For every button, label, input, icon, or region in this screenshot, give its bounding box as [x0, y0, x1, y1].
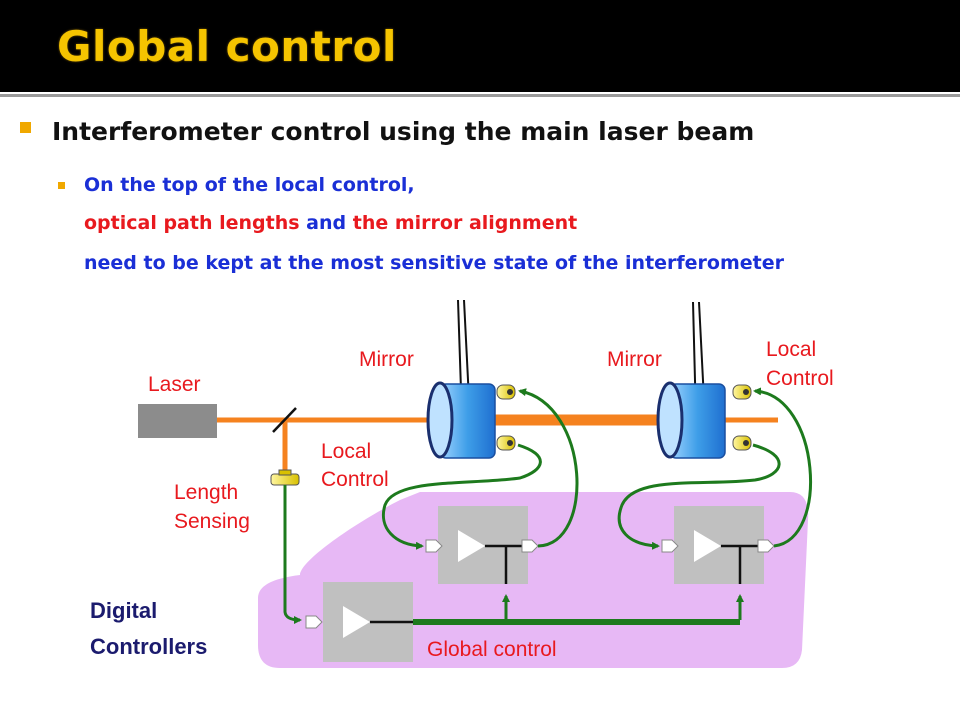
local-control-lower-label-line2: Control	[321, 468, 389, 491]
digital-controllers-label-line1: Digital	[90, 598, 157, 623]
right-local-controller-box	[674, 506, 764, 584]
laser-box	[138, 404, 217, 438]
right-upper-sensor-icon	[732, 384, 752, 400]
length-sensing-label-line1: Length	[174, 481, 238, 504]
left-local-controller-box	[438, 506, 528, 584]
left-actuation-signal	[518, 388, 579, 548]
length-sensing-label-line2: Sensing	[174, 510, 250, 533]
digital-controllers-label-line2: Controllers	[90, 634, 207, 659]
right-lower-sensor-icon	[732, 435, 752, 451]
right-actuation-signal	[753, 387, 812, 548]
beam-splitter	[272, 407, 297, 433]
title-divider	[0, 94, 960, 97]
left-controller-input-pin	[425, 539, 443, 553]
bullet-level1-text: Interferometer control using the main la…	[52, 117, 755, 146]
bullet-square-icon	[20, 122, 31, 133]
bullet-level2-line1: On the top of the local control,	[84, 174, 415, 196]
right-controller-output-pin	[757, 539, 775, 553]
length-sensing-signal	[283, 485, 302, 624]
title-bar	[0, 0, 960, 92]
bullet-level2-line2: optical path lengths and the mirror alig…	[84, 214, 577, 233]
left-sensing-signal	[382, 443, 542, 550]
local-control-upper-label-line2: Control	[766, 367, 834, 390]
right-controller-input-pin	[661, 539, 679, 553]
and-text: and	[299, 212, 353, 234]
left-controller-output-pin	[521, 539, 539, 553]
sub-bullet-square-icon	[58, 182, 65, 189]
right-sensing-signal	[617, 443, 781, 550]
left-lower-sensor-icon	[496, 435, 516, 451]
mirror-right-label: Mirror	[607, 348, 662, 371]
mirror-left-label: Mirror	[359, 348, 414, 371]
global-control-label: Global control	[427, 638, 557, 661]
bullet-level2-line3: need to be kept at the most sensitive st…	[84, 252, 785, 274]
slide-title: Global control	[57, 22, 397, 71]
photodetector-icon	[270, 469, 300, 486]
right-mirror	[656, 301, 726, 459]
left-mirror	[426, 299, 496, 459]
optical-path-text: optical path lengths	[84, 212, 300, 234]
laser-label: Laser	[148, 373, 201, 396]
local-control-upper-label-line1: Local	[766, 338, 816, 361]
mirror-alignment-text: the mirror alignment	[352, 212, 578, 234]
global-controller-input-pin	[305, 615, 323, 629]
left-upper-sensor-icon	[496, 384, 516, 400]
local-control-lower-label-line1: Local	[321, 440, 371, 463]
